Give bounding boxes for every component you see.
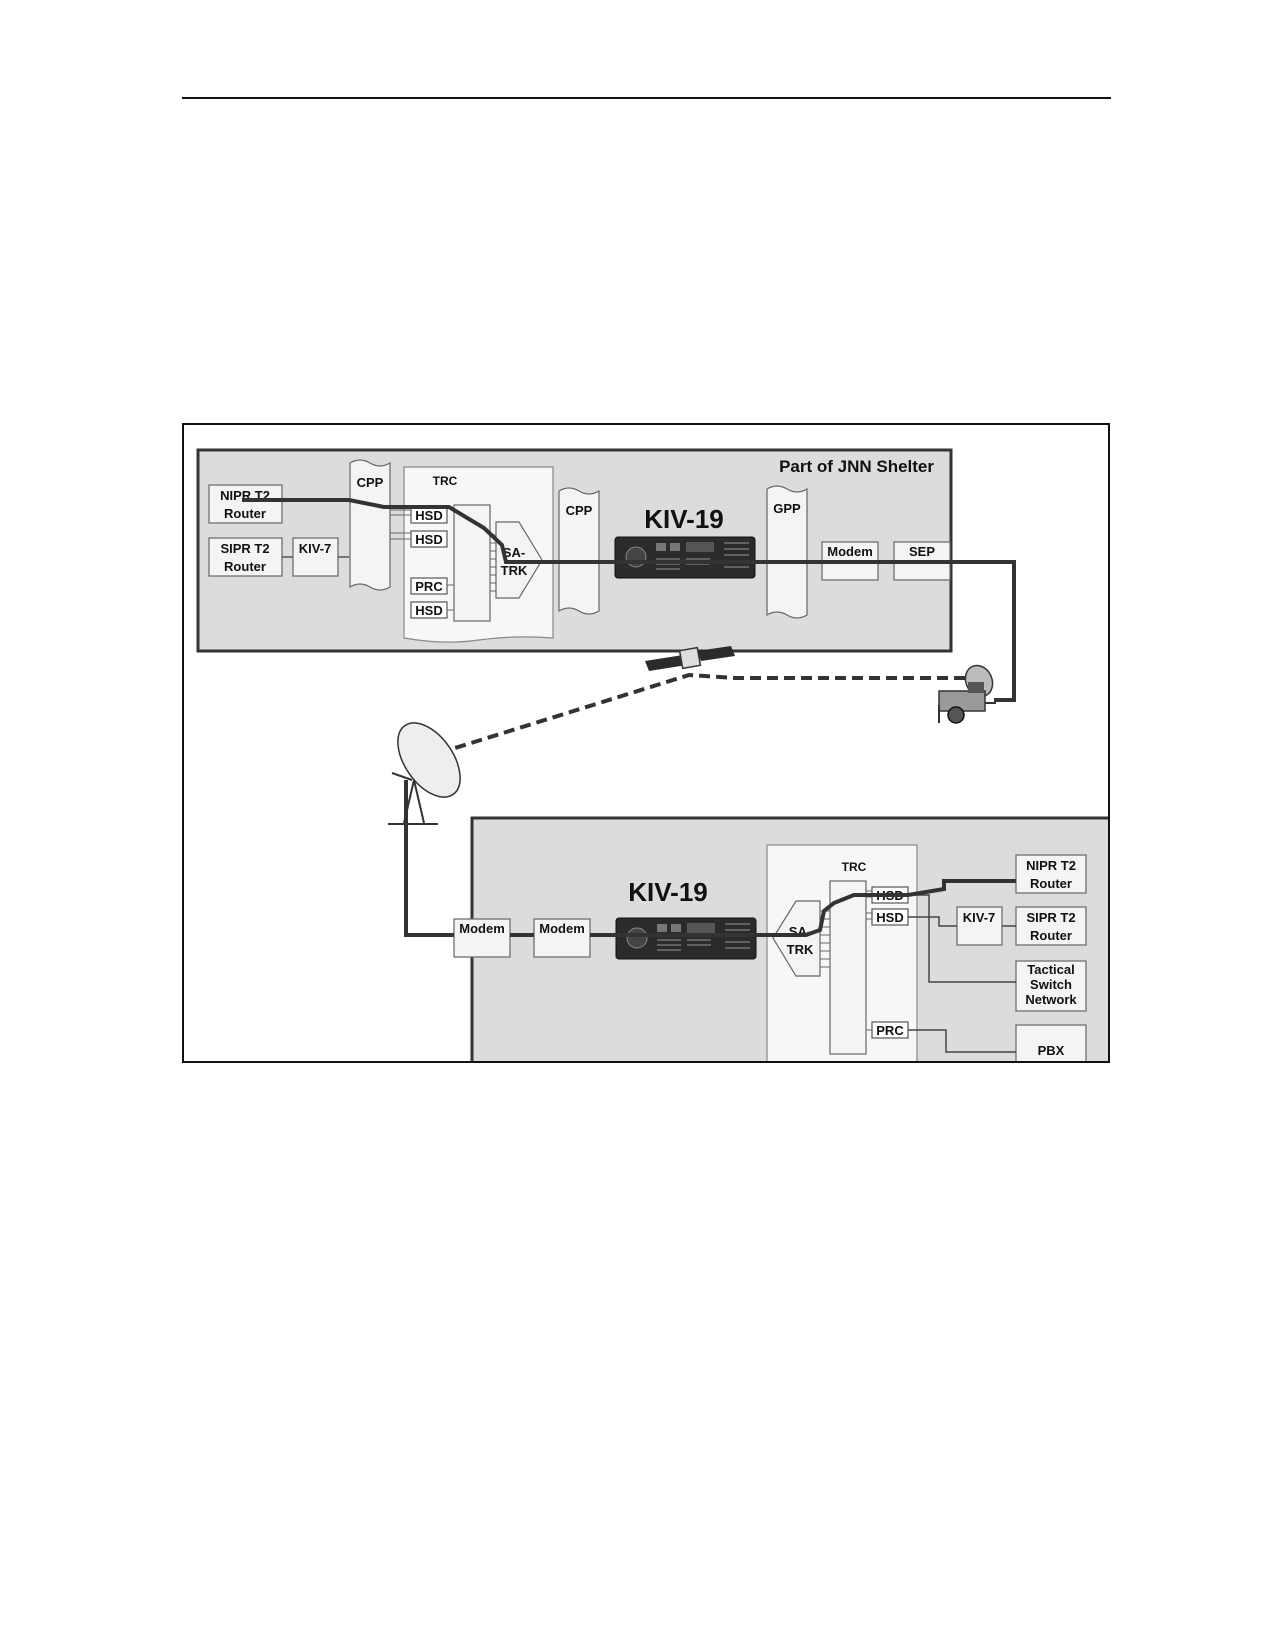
nipr-router-label-bottom-2: Router (1030, 876, 1072, 891)
modem-box-bottom-2 (533, 918, 591, 958)
shelter-label: Part of JNN Shelter (779, 457, 934, 476)
modem-label-top: Modem (827, 544, 873, 559)
main-path-bottom (444, 879, 1016, 937)
prc-box-top (410, 577, 448, 595)
satrk-pins-bottom (820, 910, 830, 968)
kiv19-title-top: KIV-19 (644, 504, 724, 534)
hsd-label-2-top: HSD (415, 532, 442, 547)
cpp-panel-1 (349, 459, 391, 591)
satrk-pins-top (490, 534, 496, 592)
header-rule (182, 97, 1111, 99)
kiv7-label-bottom: KIV-7 (963, 910, 996, 925)
hsd-label-1-top: HSD (415, 508, 442, 523)
nipr-router-box (208, 484, 283, 524)
modem-label-bottom-2: Modem (539, 921, 585, 936)
satellite-icon (645, 646, 735, 671)
network-diagram: Part of JNN Shelter NIPR T2 Router SIPR … (182, 423, 1110, 1063)
tactical-switch-box (1015, 960, 1087, 1012)
tactical-label-3: Network (1025, 992, 1077, 1007)
tactical-label-1: Tactical (1027, 962, 1074, 977)
gpp-label: GPP (773, 501, 801, 516)
modem-box-bottom-1 (453, 918, 511, 958)
dish-to-modem-path (404, 780, 454, 937)
trc-label-bottom: TRC (842, 860, 867, 874)
trc-card-bottom (829, 880, 867, 1055)
satrk-label-bottom-2: TRK (787, 942, 814, 957)
main-path-top (242, 498, 1016, 702)
gpp-panel (766, 485, 808, 619)
diagram-canvas: Part of JNN Shelter NIPR T2 Router SIPR … (196, 448, 1108, 1061)
satrk-label-top-2: TRK (501, 563, 528, 578)
cpp-label-2: CPP (566, 503, 593, 518)
kiv19-device-icon (614, 536, 756, 579)
nipr-router-box-bottom (1015, 854, 1087, 894)
satellite-terminal-trailer-icon (938, 664, 996, 724)
satrk-shape-bottom (772, 900, 821, 977)
sep-label: SEP (909, 544, 935, 559)
trc-label-top: TRC (433, 474, 458, 488)
prc-label-bottom: PRC (876, 1023, 904, 1038)
trc-card-top (453, 504, 491, 622)
kiv7-box-bottom (956, 906, 1003, 946)
nipr-router-label-bottom-1: NIPR T2 (1026, 858, 1076, 873)
hsd-label-3-top: HSD (415, 603, 442, 618)
cpp-label-1: CPP (357, 475, 384, 490)
satellite-link-dashed (438, 672, 974, 755)
cpp-hsd-connectors (390, 509, 454, 611)
sipr-router-label-bottom-1: SIPR T2 (1026, 910, 1075, 925)
modem-label-bottom-1: Modem (459, 921, 505, 936)
prc-label-top: PRC (415, 579, 443, 594)
sipr-router-label-bottom-2: Router (1030, 928, 1072, 943)
kiv19-device-icon (615, 917, 757, 960)
satrk-label-top-1: SA- (503, 545, 525, 560)
sipr-router-label-1: SIPR T2 (220, 541, 269, 556)
satellite-dish-icon (388, 722, 461, 825)
kiv19-title-bottom: KIV-19 (628, 877, 708, 907)
pbx-label: PBX (1038, 1043, 1065, 1058)
sipr-router-label-2: Router (224, 559, 266, 574)
tactical-label-2: Switch (1030, 977, 1072, 992)
cpp-panel-2 (558, 487, 600, 615)
pbx-box (1015, 1024, 1087, 1061)
nipr-router-label-2: Router (224, 506, 266, 521)
hsd-label-2-bottom: HSD (876, 910, 903, 925)
kiv7-label-top: KIV-7 (299, 541, 332, 556)
